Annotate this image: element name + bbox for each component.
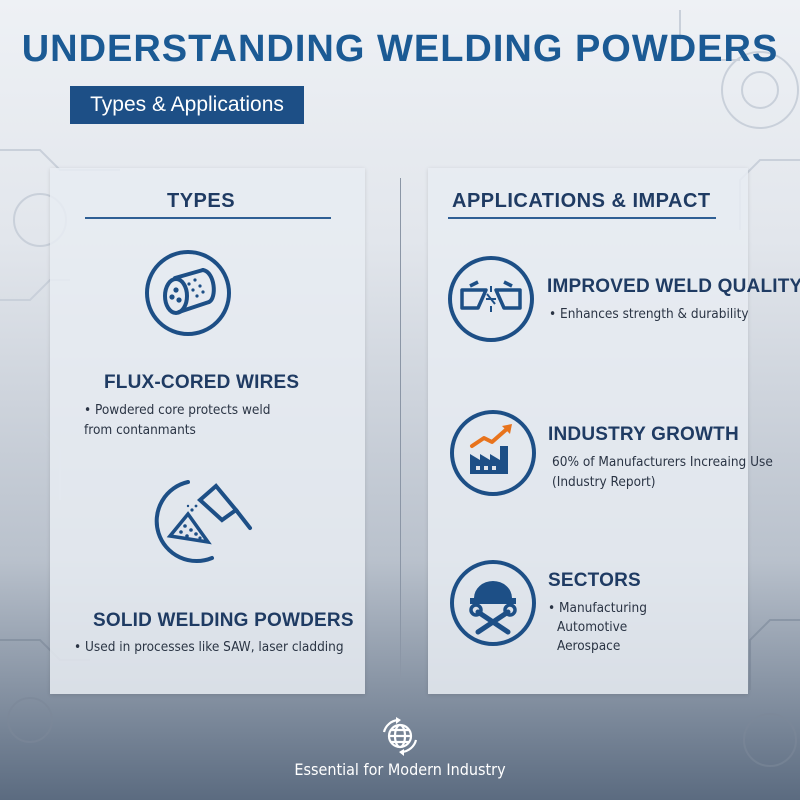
sectors-text-2: Automotive <box>557 619 628 635</box>
solid-welding-powders-text: • Used in processes like SAW, laser clad… <box>74 639 344 655</box>
improved-weld-quality-text: • Enhances strength & durability <box>549 306 749 322</box>
flux-cored-wires-text-2: from contanmants <box>84 422 196 438</box>
improved-weld-quality-title: IMPROVED WELD QUALITY <box>547 276 800 297</box>
column-divider <box>400 178 401 678</box>
industry-growth-title: INDUSTRY GROWTH <box>548 424 739 445</box>
globe-cycle-icon <box>382 717 418 756</box>
footer-text: Essential for Modern Industry <box>294 760 506 779</box>
weld-joint-icon <box>448 256 534 342</box>
sectors-text-1: • Manufacturing <box>548 600 647 616</box>
factory-growth-icon <box>450 410 536 496</box>
hardhat-wrench-glyph <box>469 581 517 635</box>
factory-growth-glyph <box>470 424 512 474</box>
weld-joint-glyph <box>460 280 522 312</box>
hardhat-wrench-icon <box>450 560 536 646</box>
flux-cored-wire-glyph <box>163 268 216 315</box>
flux-cored-wires-title: FLUX-CORED WIRES <box>104 372 300 393</box>
solid-welding-powders-title: SOLID WELDING POWDERS <box>93 610 354 631</box>
industry-growth-text-2: (Industry Report) <box>552 474 656 490</box>
types-heading: TYPES <box>167 190 236 212</box>
applications-heading-rule <box>448 217 716 219</box>
subtitle-banner: Types & Applications <box>70 86 304 124</box>
page-title: UNDERSTANDING WELDING POWDERS <box>21 28 779 70</box>
sectors-text-3: Aerospace <box>557 638 621 654</box>
sectors-title: SECTORS <box>548 570 641 591</box>
powder-nozzle-icon <box>154 480 252 564</box>
types-heading-rule <box>85 217 331 219</box>
flux-cored-wire-icon <box>145 250 231 336</box>
industry-growth-text-1: 60% of Manufacturers Increaing Use <box>552 454 773 470</box>
flux-cored-wires-text-1: • Powdered core protects weld <box>84 402 271 418</box>
applications-heading: APPLICATIONS & IMPACT <box>452 190 711 212</box>
